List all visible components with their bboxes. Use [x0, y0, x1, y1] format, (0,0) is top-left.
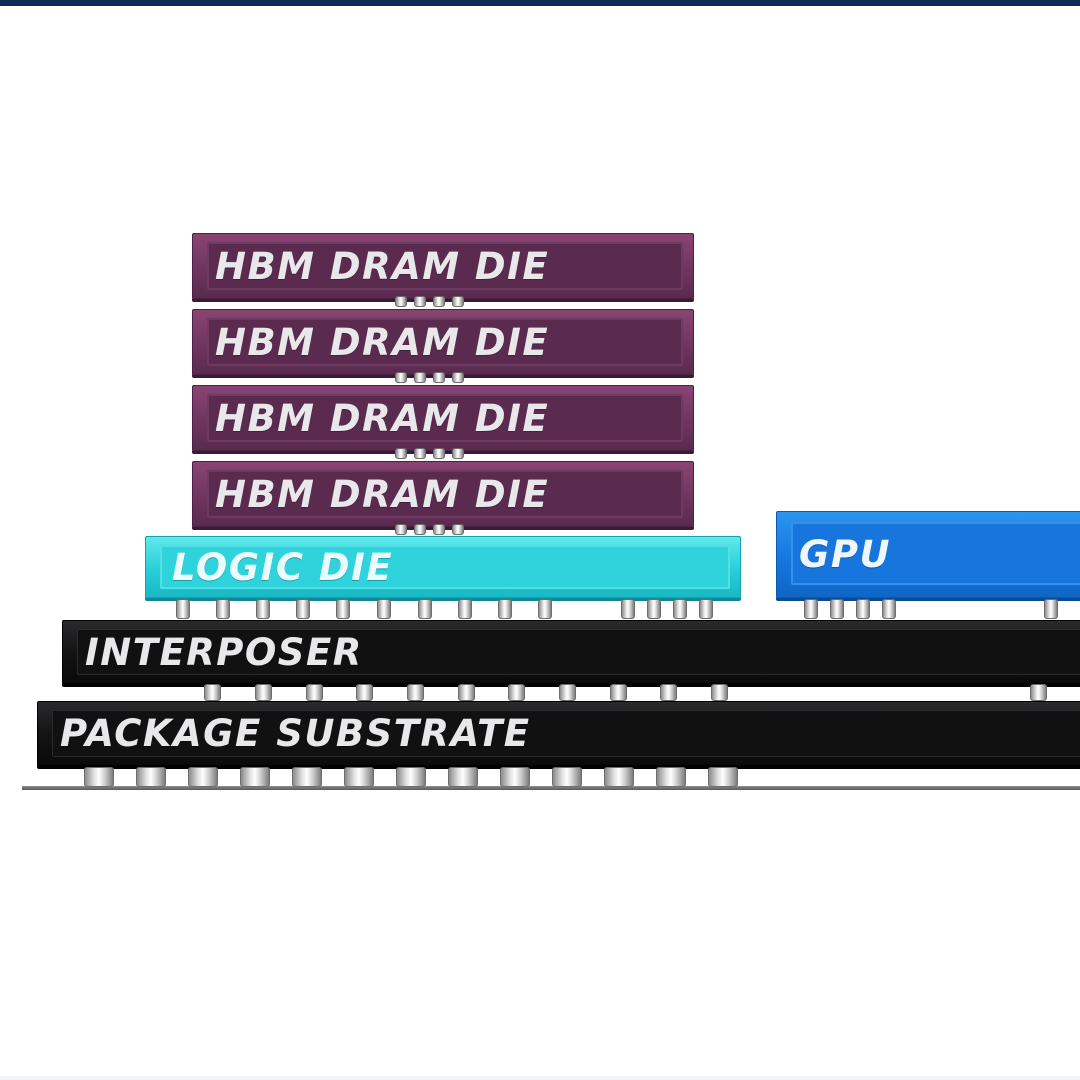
logic-microbump: [458, 599, 472, 619]
interposer: INTERPOSER: [62, 620, 1080, 684]
tsv-microbump: [414, 372, 426, 383]
c4-bump: [610, 684, 627, 701]
gpu-die: GPU: [776, 511, 1080, 598]
c4-bump: [458, 684, 475, 701]
tsv-microbump: [395, 448, 407, 459]
tsv-microbump: [452, 296, 464, 307]
hbm-dram-die-label: HBM DRAM DIE: [215, 396, 550, 440]
logic-microbump: [256, 599, 270, 619]
bga-ball: [448, 767, 478, 787]
c4-bump: [1030, 684, 1047, 701]
bga-ball: [396, 767, 426, 787]
logic-microbump: [621, 599, 635, 619]
hbm-dram-die-3: HBM DRAM DIE: [192, 385, 694, 451]
package-substrate: PACKAGE SUBSTRATE: [37, 701, 1080, 766]
bga-ball: [604, 767, 634, 787]
tsv-microbump: [452, 448, 464, 459]
logic-microbump: [673, 599, 687, 619]
tsv-microbump: [433, 524, 445, 535]
bga-ball: [240, 767, 270, 787]
logic-microbump: [216, 599, 230, 619]
interposer-label: INTERPOSER: [85, 630, 363, 674]
c4-bump: [255, 684, 272, 701]
gpu-microbump: [856, 599, 870, 619]
bga-ball: [84, 767, 114, 787]
c4-bump: [306, 684, 323, 701]
logic-microbump: [647, 599, 661, 619]
bga-ball: [552, 767, 582, 787]
logic-microbump: [296, 599, 310, 619]
logic-microbump: [176, 599, 190, 619]
logic-microbump: [336, 599, 350, 619]
hbm-dram-die-1: HBM DRAM DIE: [192, 233, 694, 299]
logic-microbump: [498, 599, 512, 619]
gpu-microbump: [804, 599, 818, 619]
logic-microbump: [538, 599, 552, 619]
bga-ball: [188, 767, 218, 787]
bga-ball: [292, 767, 322, 787]
hbm-dram-die-label: HBM DRAM DIE: [215, 244, 550, 288]
tsv-microbump: [414, 296, 426, 307]
c4-bump: [660, 684, 677, 701]
hbm-dram-die-4: HBM DRAM DIE: [192, 461, 694, 527]
header-bar: [0, 0, 1080, 6]
tsv-microbump: [433, 448, 445, 459]
c4-bump: [559, 684, 576, 701]
c4-bump: [508, 684, 525, 701]
logic-die: LOGIC DIE: [145, 536, 741, 598]
bga-ball: [708, 767, 738, 787]
gpu-microbump: [882, 599, 896, 619]
tsv-microbump: [414, 524, 426, 535]
package-substrate-label: PACKAGE SUBSTRATE: [60, 712, 531, 755]
hbm-dram-die-label: HBM DRAM DIE: [215, 320, 550, 364]
gpu-microbump: [1044, 599, 1058, 619]
bga-ball: [656, 767, 686, 787]
bottom-edge: [0, 1076, 1080, 1080]
c4-bump: [356, 684, 373, 701]
gpu-label: GPU: [799, 533, 892, 576]
hbm-dram-die-2: HBM DRAM DIE: [192, 309, 694, 375]
logic-microbump: [377, 599, 391, 619]
c4-bump: [711, 684, 728, 701]
bga-ball: [344, 767, 374, 787]
tsv-microbump: [395, 296, 407, 307]
tsv-microbump: [433, 296, 445, 307]
logic-microbump: [418, 599, 432, 619]
tsv-microbump: [395, 372, 407, 383]
gpu-microbump: [830, 599, 844, 619]
hbm-dram-die-label: HBM DRAM DIE: [215, 472, 550, 516]
tsv-microbump: [433, 372, 445, 383]
logic-microbump: [699, 599, 713, 619]
c4-bump: [204, 684, 221, 701]
circuit-board-edge: [22, 786, 1080, 790]
bga-ball: [500, 767, 530, 787]
tsv-microbump: [452, 372, 464, 383]
tsv-microbump: [452, 524, 464, 535]
bga-ball: [136, 767, 166, 787]
c4-bump: [407, 684, 424, 701]
tsv-microbump: [395, 524, 407, 535]
tsv-microbump: [414, 448, 426, 459]
logic-die-label: LOGIC DIE: [172, 545, 394, 589]
